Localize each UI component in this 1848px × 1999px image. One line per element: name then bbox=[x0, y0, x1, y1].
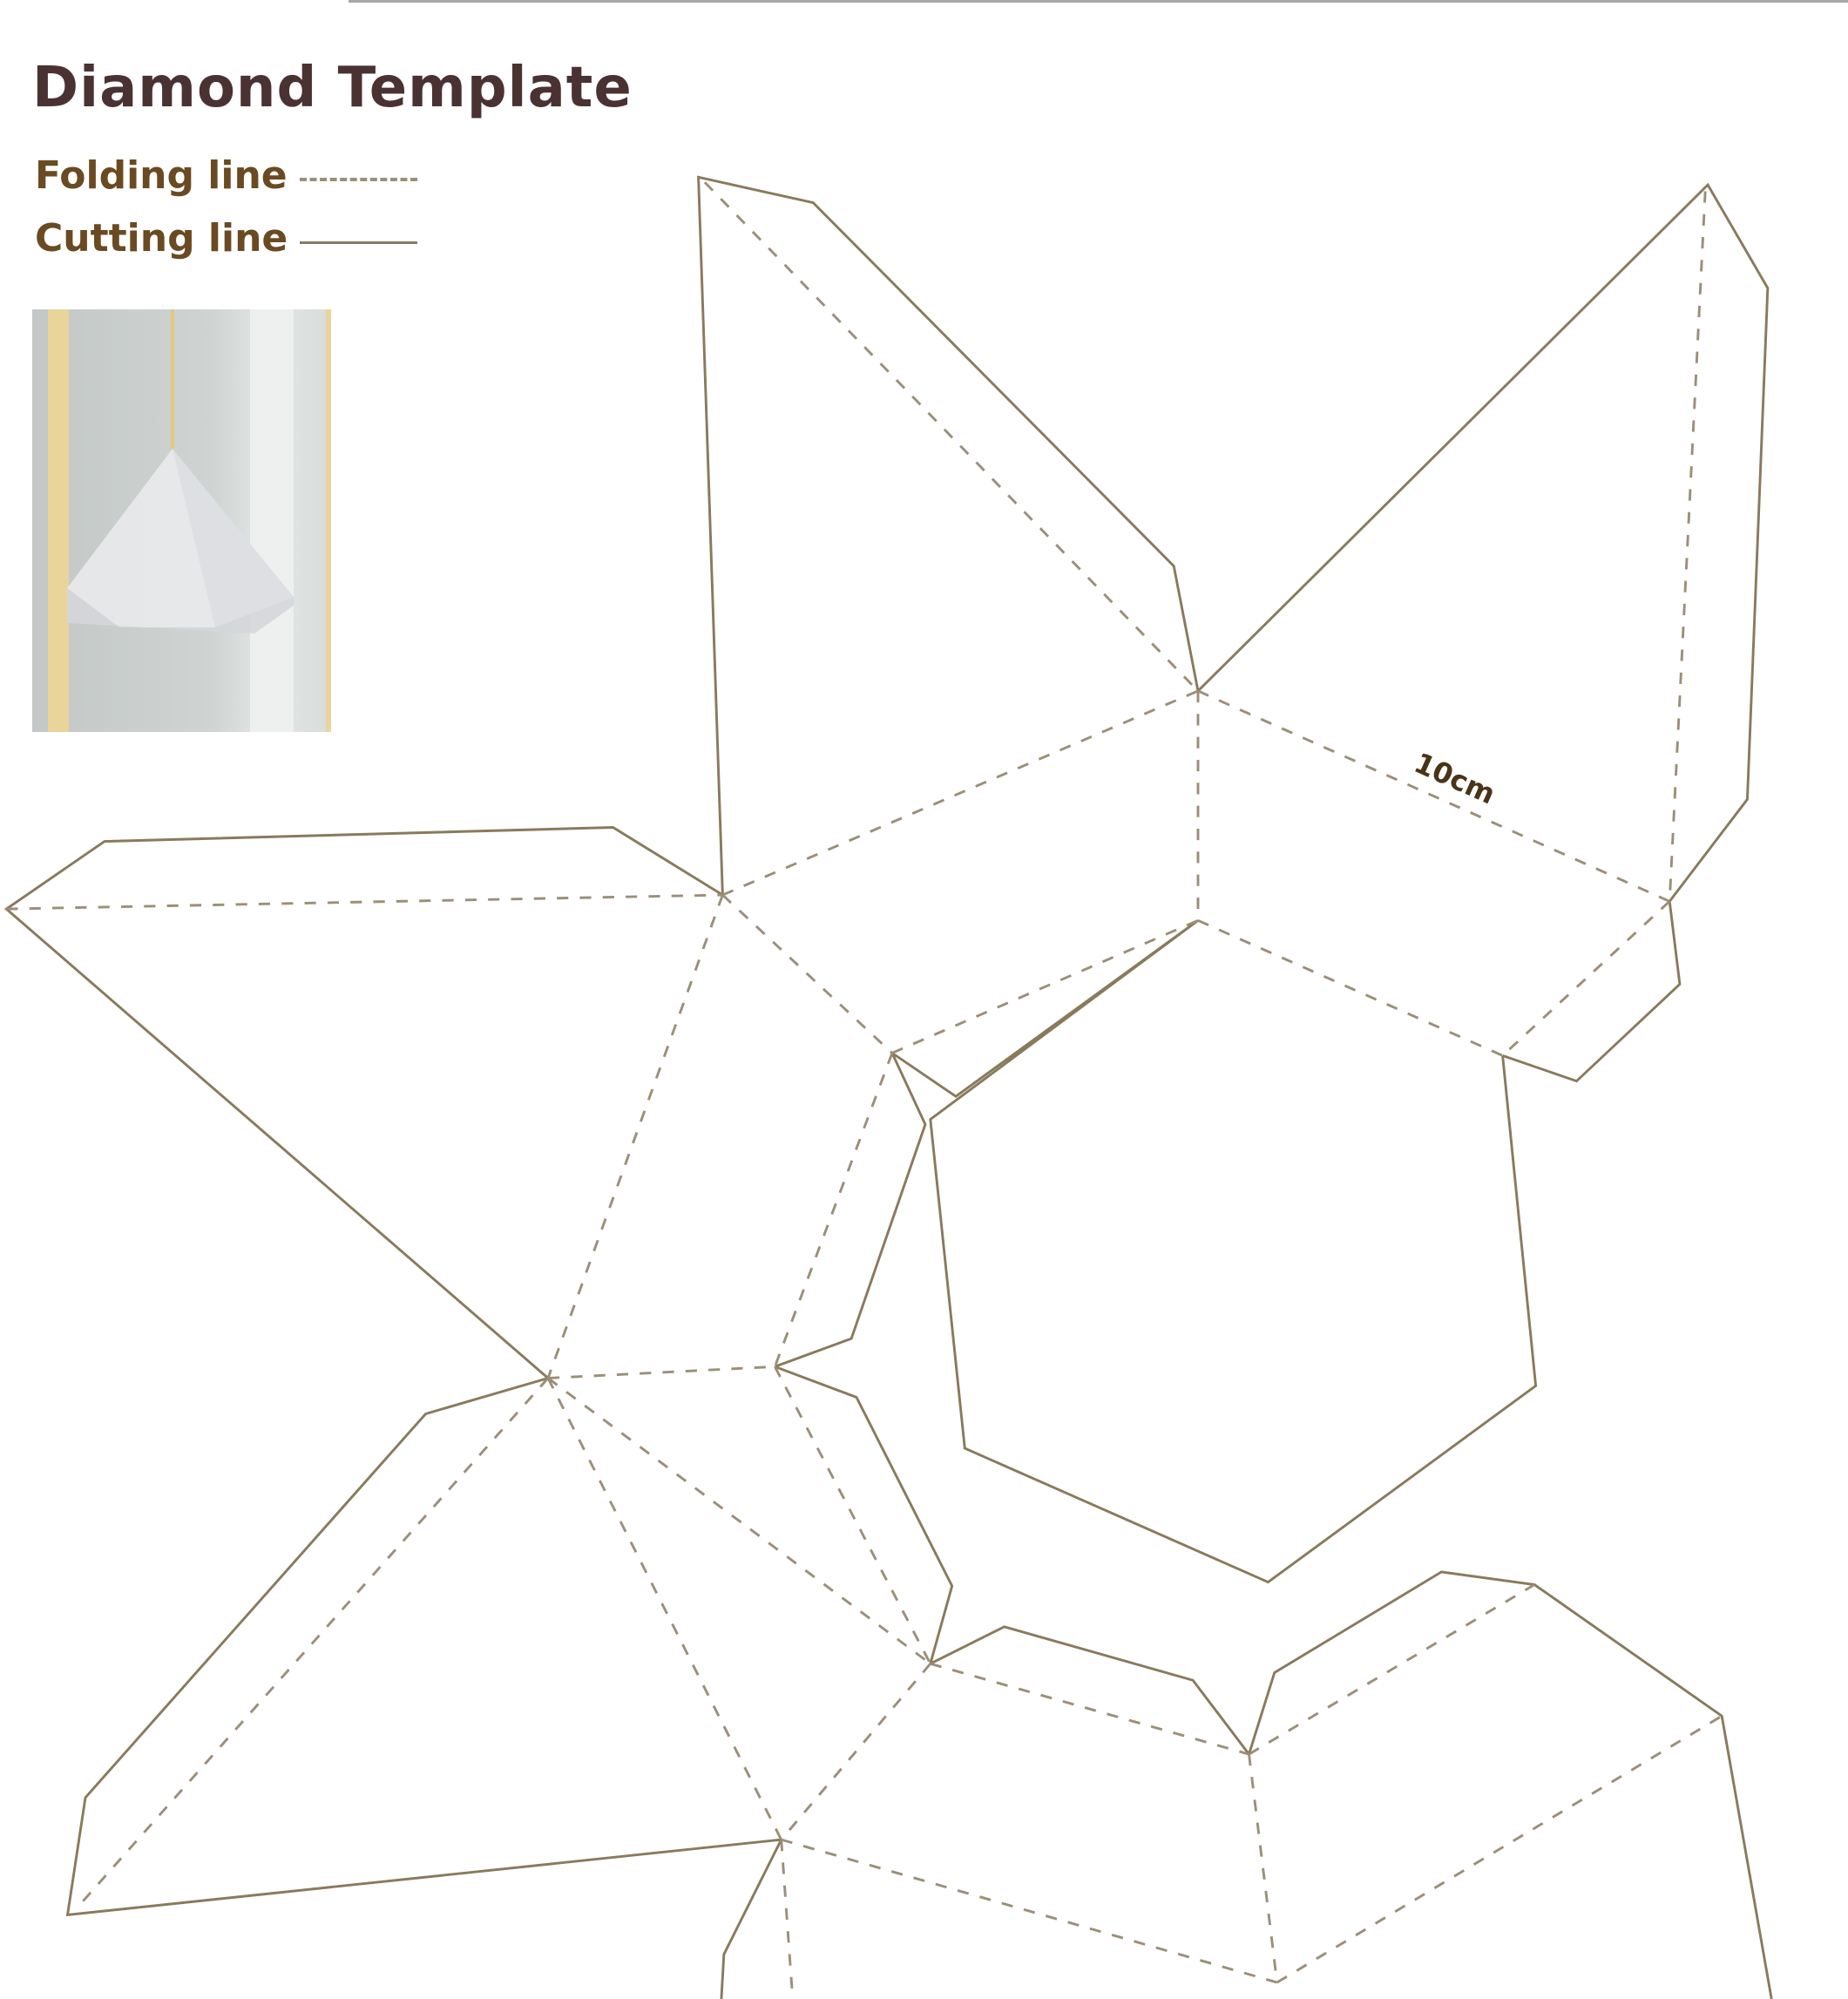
cutting-line-label: Cutting line bbox=[35, 215, 288, 261]
dimension-label: 10cm bbox=[1409, 746, 1499, 810]
cutting-lines bbox=[3, 175, 1773, 1999]
legend-cutting: Cutting line bbox=[35, 207, 418, 269]
legend-folding: Folding line bbox=[35, 144, 417, 207]
legend: Folding line Cutting line bbox=[35, 144, 418, 269]
finished-diamond-photo bbox=[32, 309, 331, 732]
page-title: Diamond Template bbox=[32, 56, 633, 120]
solid-line-sample bbox=[300, 241, 418, 244]
diamond-shape-icon bbox=[67, 449, 294, 634]
dashed-line-sample bbox=[299, 178, 417, 181]
top-border bbox=[349, 0, 1848, 3]
folding-lines bbox=[6, 181, 1723, 1999]
folding-line-label: Folding line bbox=[35, 152, 288, 198]
